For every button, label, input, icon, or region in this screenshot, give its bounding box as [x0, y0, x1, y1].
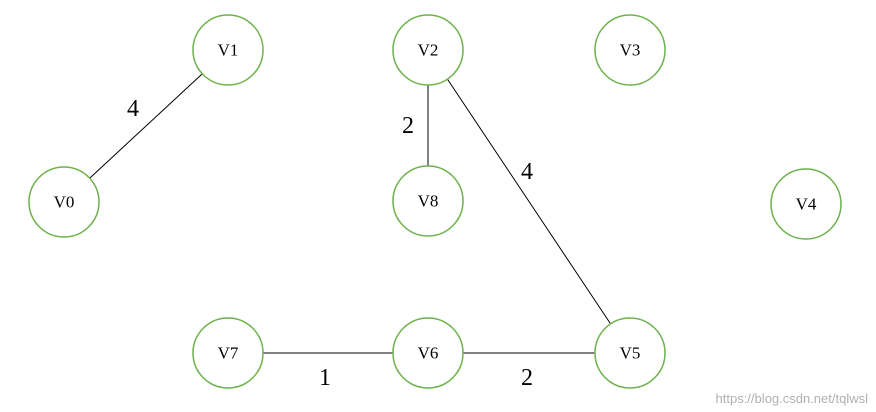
edge-v2-v5	[446, 78, 612, 325]
node-v8: V8	[392, 165, 464, 237]
node-circle	[594, 317, 666, 389]
node-v2: V2	[392, 14, 464, 86]
edge-v0-v1	[89, 73, 203, 179]
node-v1: V1	[192, 14, 264, 86]
node-label: V0	[54, 193, 75, 212]
edges-layer	[89, 73, 612, 354]
weights-layer: 4 2 4 1 2	[127, 96, 533, 391]
node-label: V4	[796, 195, 817, 214]
node-v5: V5	[594, 317, 666, 389]
node-v6: V6	[392, 317, 464, 389]
node-circle	[392, 14, 464, 86]
node-label: V6	[418, 344, 439, 363]
node-v3: V3	[594, 14, 666, 86]
node-circle	[770, 168, 842, 240]
node-label: V1	[218, 41, 239, 60]
node-v0: V0	[28, 166, 100, 238]
node-label: V5	[620, 344, 641, 363]
node-v4: V4	[770, 168, 842, 240]
node-circle	[192, 317, 264, 389]
node-circle	[192, 14, 264, 86]
node-label: V8	[418, 192, 439, 211]
node-circle	[594, 14, 666, 86]
watermark-text: https://blog.csdn.net/tqlwsl	[715, 391, 868, 406]
node-circle	[28, 166, 100, 238]
node-circle	[392, 165, 464, 237]
node-label: V7	[218, 344, 239, 363]
node-label: V3	[620, 41, 641, 60]
node-circle	[392, 317, 464, 389]
edge-weight-v2-v8: 2	[402, 113, 414, 139]
edge-weight-v7-v6: 1	[319, 365, 331, 391]
edge-weight-v0-v1: 4	[127, 96, 139, 122]
node-label: V2	[418, 41, 439, 60]
edge-weight-v6-v5: 2	[521, 365, 533, 391]
node-v7: V7	[192, 317, 264, 389]
edge-weight-v2-v5: 4	[521, 159, 533, 185]
